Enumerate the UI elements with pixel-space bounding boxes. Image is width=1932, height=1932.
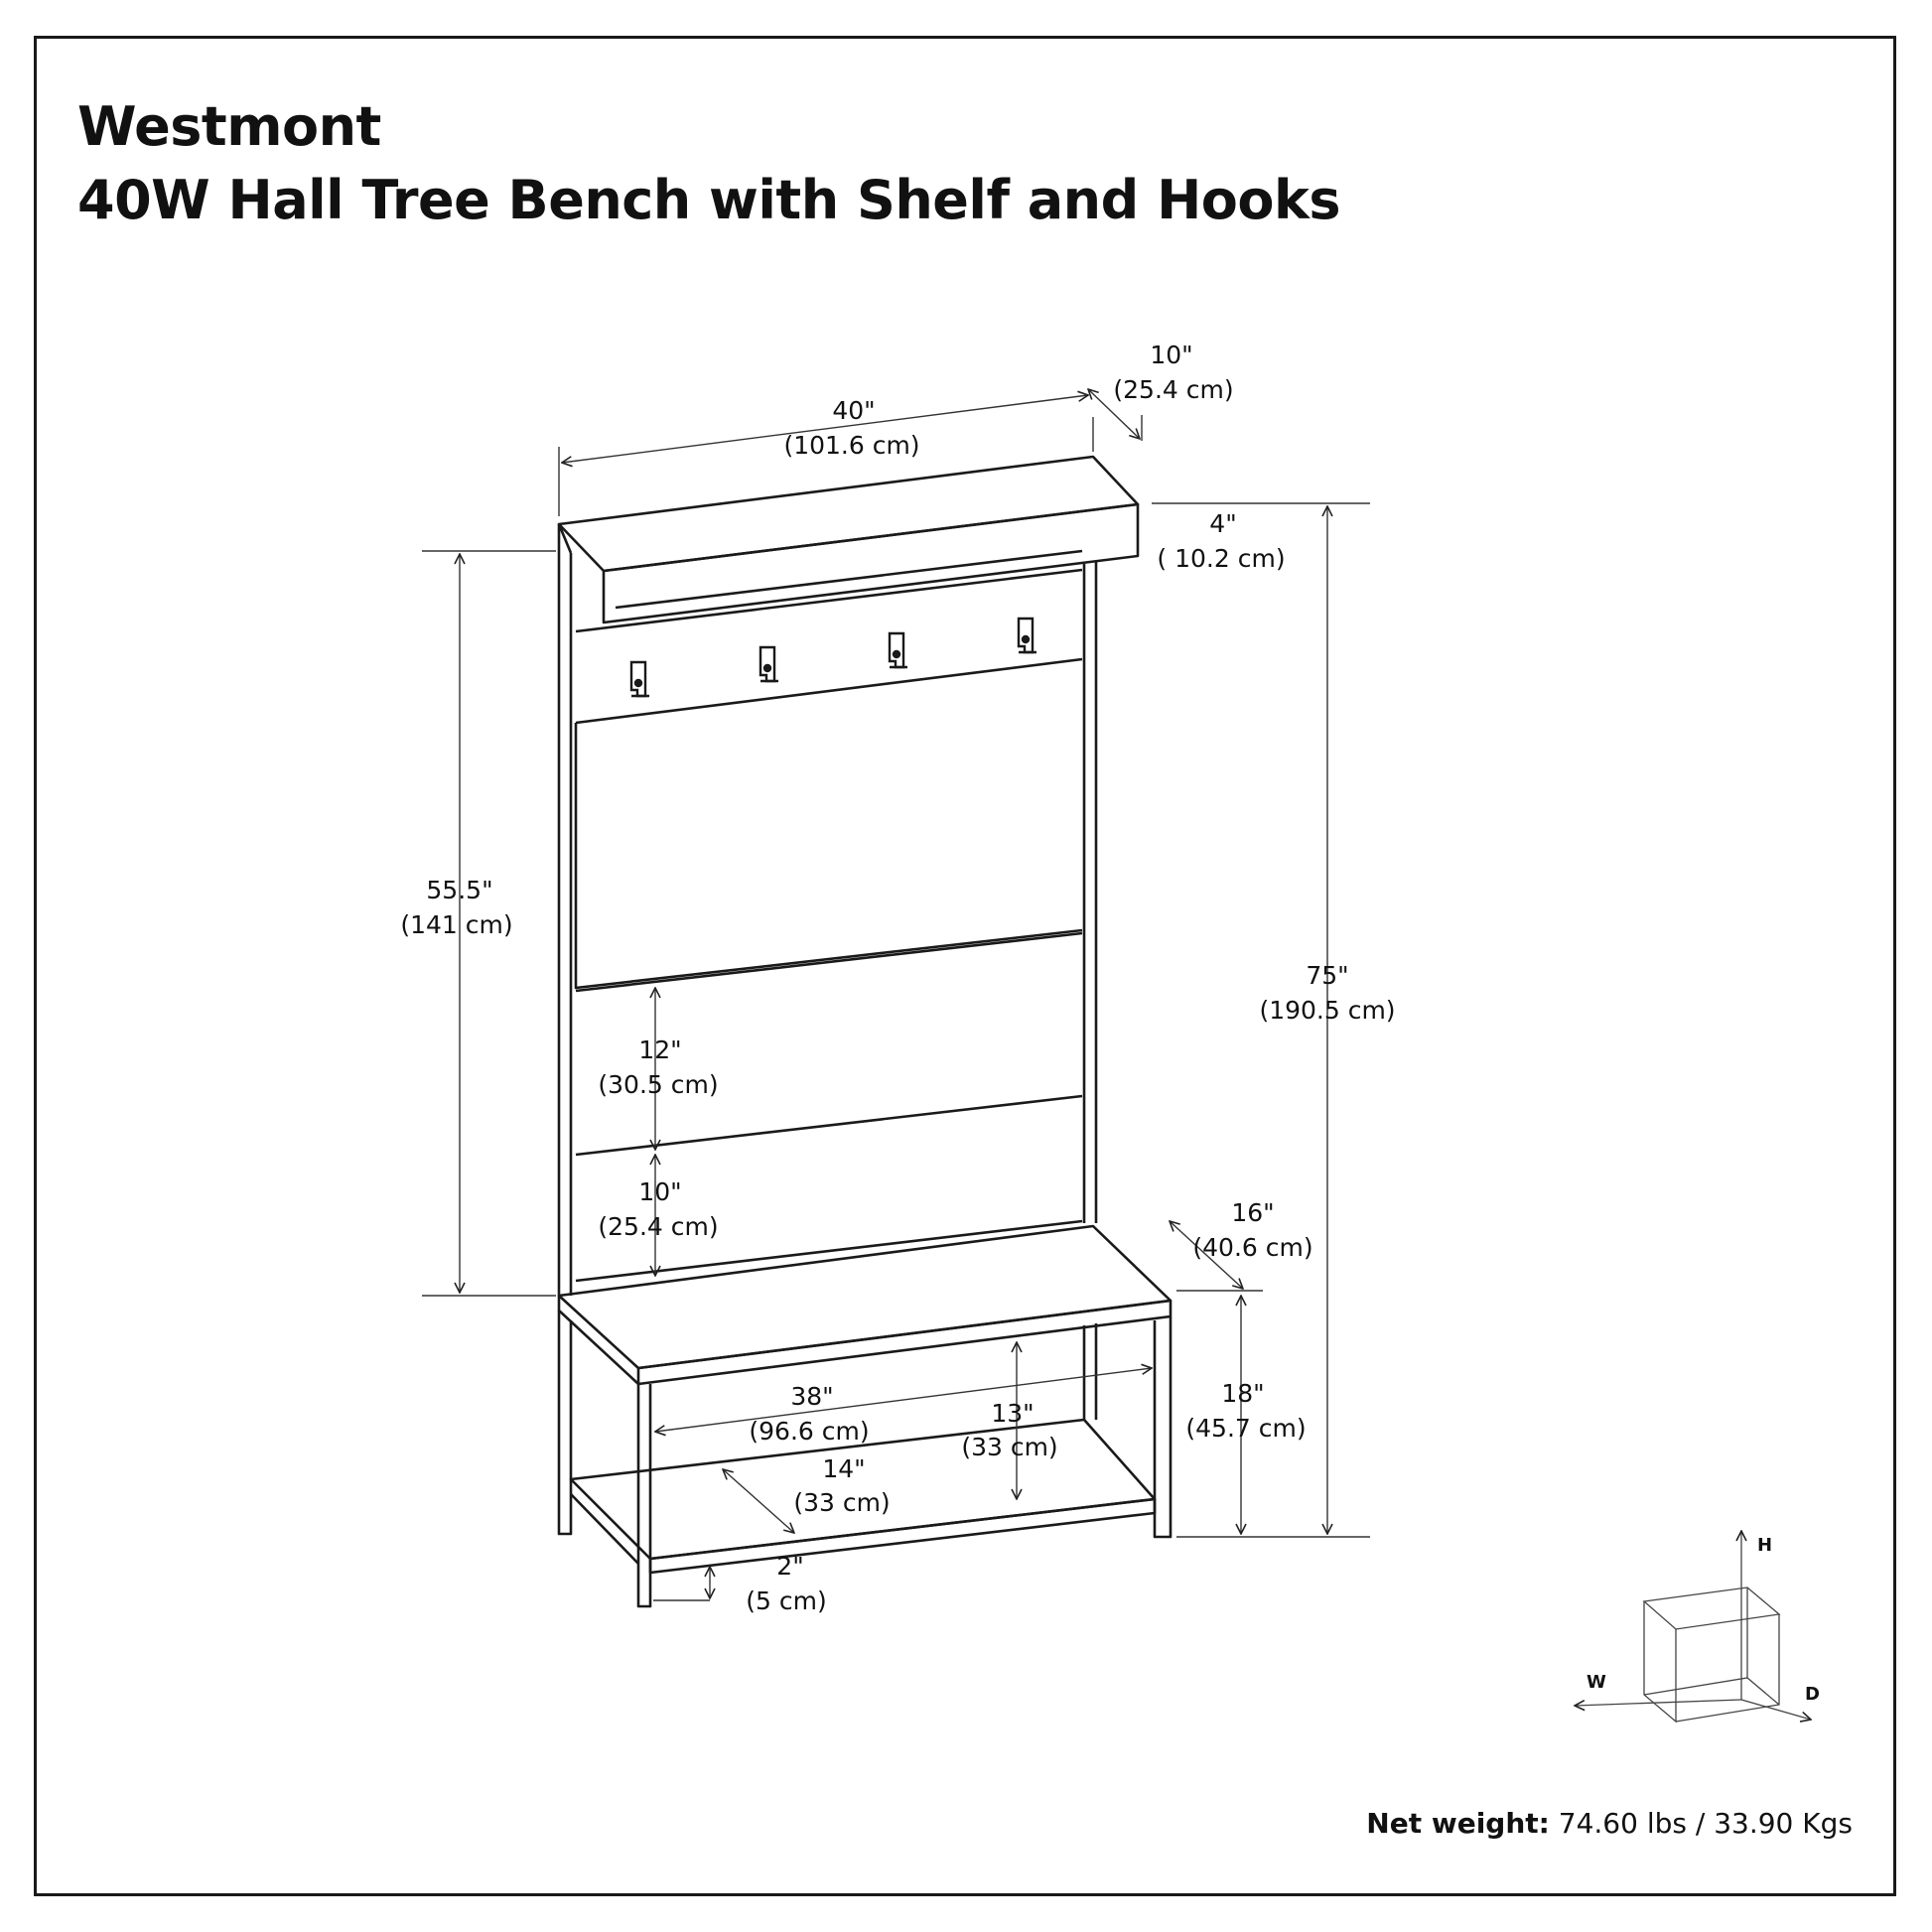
seat-depth-inches: 16" (1231, 1198, 1274, 1227)
width-dim-line (562, 395, 1088, 463)
bench-legs (557, 1311, 1173, 1608)
back-panel-1 (574, 723, 1083, 990)
hall-tree-outline (557, 455, 1173, 1608)
lower-shelf-front (648, 1497, 1157, 1575)
hook-icon (759, 645, 778, 683)
hook-icon (629, 660, 649, 698)
lower-depth-dim-line (723, 1469, 794, 1533)
panel10-inches: 10" (638, 1177, 681, 1206)
panel10-cm: (25.4 cm) (598, 1212, 718, 1241)
net-weight-value: 74.60 lbs / 33.90 Kgs (1558, 1807, 1853, 1840)
back-panel-3 (575, 1094, 1083, 1157)
seat-height-inches: 18" (1221, 1379, 1264, 1408)
axis-h-label: H (1757, 1535, 1772, 1556)
seat-depth-dim-line (1170, 1221, 1243, 1289)
axis-d-label: D (1805, 1684, 1820, 1705)
shelf-height-cm: ( 10.2 cm) (1157, 544, 1285, 573)
width-inches: 40" (832, 396, 875, 425)
shelf-height-inches: 4" (1209, 509, 1236, 538)
lower-depth-inches: 14" (822, 1454, 865, 1483)
inner-width-inches: 38" (790, 1382, 833, 1411)
panel12-cm: (30.5 cm) (598, 1070, 718, 1099)
inner-width-dim-line (655, 1368, 1152, 1432)
right-post (1082, 561, 1098, 1223)
top-depth-cm: (25.4 cm) (1113, 375, 1233, 404)
panel12-inches: 12" (638, 1035, 681, 1064)
inner-height-inches: 13" (991, 1399, 1034, 1428)
coat-hooks (629, 617, 1036, 698)
left-post (557, 523, 573, 1296)
clearance-cm: (5 cm) (746, 1587, 826, 1615)
inner-height-cm: (33 cm) (961, 1433, 1057, 1461)
back-height-inches: 55.5" (426, 876, 492, 904)
diagram-frame (34, 36, 1896, 1896)
product-title: 40W Hall Tree Bench with Shelf and Hooks (77, 169, 1341, 231)
seat-depth-cm: (40.6 cm) (1192, 1233, 1312, 1262)
width-cm: (101.6 cm) (783, 431, 919, 460)
axis-cube-icon (1575, 1531, 1811, 1724)
dimension-labels: 40" (101.6 cm) 10" (25.4 cm) 4" ( 10.2 c… (400, 341, 1395, 1615)
dimension-lines (422, 389, 1370, 1601)
shelf-bar (615, 549, 1083, 610)
hook-icon (1017, 617, 1036, 654)
clearance-inches: 2" (776, 1552, 803, 1581)
total-height-cm: (190.5 cm) (1259, 996, 1395, 1025)
seat-height-cm: (45.7 cm) (1185, 1414, 1306, 1443)
lower-shelf-side (570, 1493, 639, 1565)
net-weight-label: Net weight: (1366, 1807, 1550, 1840)
hook-rail (575, 568, 1083, 725)
shelf-front-rail (602, 502, 1140, 624)
bench-seat-front (636, 1299, 1173, 1386)
back-height-cm: (141 cm) (400, 910, 512, 939)
brand-title: Westmont (77, 95, 381, 158)
net-weight: Net weight: 74.60 lbs / 33.90 Kgs (1366, 1807, 1853, 1840)
top-depth-dim-line (1088, 389, 1140, 439)
inner-width-cm: (96.6 cm) (749, 1417, 869, 1446)
lower-depth-cm: (33 cm) (793, 1488, 890, 1517)
back-panel-2 (575, 931, 1083, 993)
total-height-inches: 75" (1306, 961, 1348, 990)
axis-w-label: W (1587, 1672, 1606, 1693)
hook-icon (888, 631, 907, 669)
top-depth-inches: 10" (1150, 341, 1192, 369)
